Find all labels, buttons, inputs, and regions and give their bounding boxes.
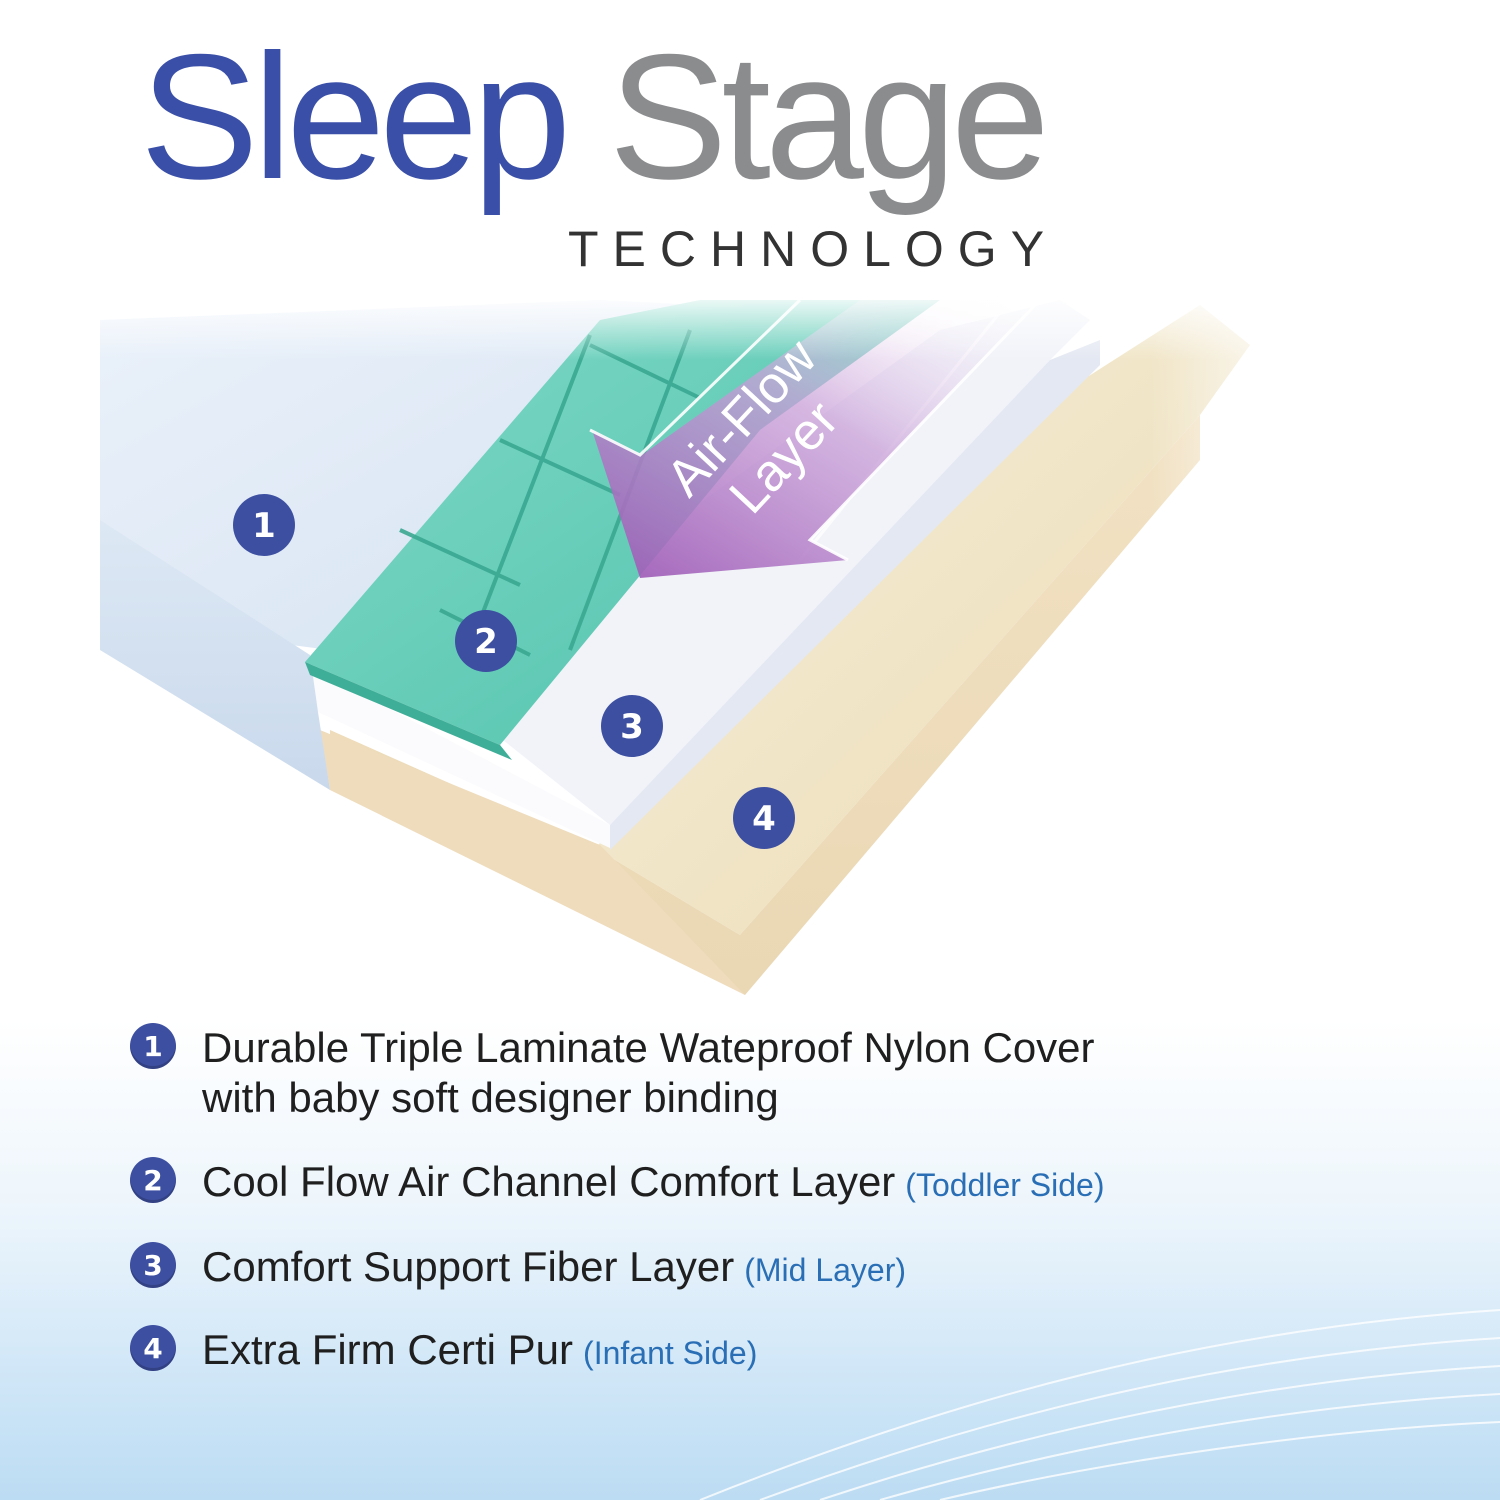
foam-layer-front — [320, 730, 745, 995]
svg-text:3: 3 — [620, 707, 644, 747]
fiber-layer-edge — [610, 340, 1100, 850]
diagram-badge-4: 4 — [733, 787, 795, 849]
legend-item-3: 3 Comfort Support Fiber Layer(Mid Layer) — [130, 1242, 906, 1295]
svg-text:2: 2 — [474, 622, 498, 662]
foam-layer-top — [595, 305, 1250, 935]
legend-item-1: 1 Durable Triple Laminate Wateproof Nylo… — [130, 1023, 1095, 1123]
legend-note-2: (Toddler Side) — [905, 1167, 1105, 1203]
diagram-badge-1: 1 — [233, 494, 295, 556]
legend-text-1-line2: with baby soft designer binding — [202, 1074, 779, 1121]
wave-decoration — [699, 1309, 1500, 1500]
legend-item-4: 4 Extra Firm Certi Pur(Infant Side) — [130, 1325, 757, 1378]
legend-badge-1: 1 — [130, 1023, 176, 1069]
diagram-badge-2: 2 — [455, 610, 517, 672]
page-subtitle: TECHNOLOGY — [568, 221, 1059, 277]
legend-text-2: Cool Flow Air Channel Comfort Layer — [202, 1158, 896, 1205]
legend-badge-3: 3 — [130, 1242, 176, 1288]
legend-badge-2: 2 — [130, 1157, 176, 1203]
legend-text-1-line1: Durable Triple Laminate Wateproof Nylon … — [202, 1024, 1095, 1071]
mattress-layer-diagram: Air-Flow Layer 1 2 3 4 — [0, 290, 1500, 1010]
cover-layer-side — [100, 520, 330, 790]
legend-badge-4: 4 — [130, 1325, 176, 1371]
svg-text:4: 4 — [752, 799, 776, 839]
legend-text-3: Comfort Support Fiber Layer — [202, 1243, 735, 1290]
airflow-arrow — [592, 300, 1040, 578]
legend-text-4: Extra Firm Certi Pur — [202, 1326, 574, 1373]
diagram-badge-3: 3 — [601, 695, 663, 757]
page-title: Sleep Stage — [140, 28, 1050, 206]
title-word-sleep: Sleep — [140, 17, 571, 216]
legend-note-4: (Infant Side) — [583, 1335, 758, 1371]
fiber-layer-front — [312, 668, 610, 848]
title-word-stage: Stage — [608, 17, 1050, 216]
legend-note-3: (Mid Layer) — [744, 1252, 907, 1288]
svg-text:1: 1 — [252, 506, 276, 546]
legend-text-1: Durable Triple Laminate Wateproof Nylon … — [202, 1023, 1095, 1123]
gel-layer-front — [305, 662, 512, 760]
legend-item-2: 2 Cool Flow Air Channel Comfort Layer(To… — [130, 1157, 1105, 1210]
